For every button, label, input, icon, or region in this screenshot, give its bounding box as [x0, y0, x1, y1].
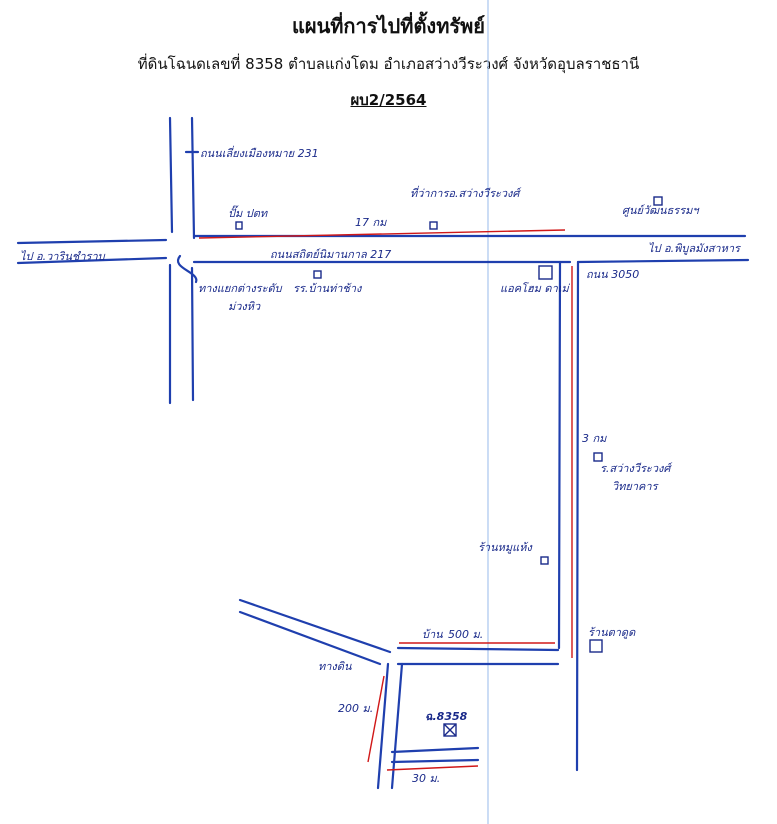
road-217-south-edge [16, 256, 750, 265]
shop-2-marker [589, 639, 603, 653]
distance-200m-label: 200 ม. [338, 702, 373, 715]
document-number: ผบ2/2564 [350, 91, 427, 109]
shop-1-marker [540, 556, 549, 565]
shop-1-label: ร้านหมูแห้ง [478, 541, 533, 554]
junction-label: ทางแยกต่างระดับ [198, 282, 283, 295]
map-subtitle: ที่ดินโฉนดเลขที่ 8358 ตำบลแก่งโดม อำเภอส… [137, 55, 640, 73]
cultural-center-marker [653, 196, 663, 206]
side-road-500m [396, 646, 560, 666]
plot-marker [443, 723, 457, 737]
road-north-label: ถนนเลี่ยงเมืองหมาย 231 [200, 145, 319, 160]
home-mart-marker [538, 265, 553, 280]
distance-500m-label: 500 ม. [448, 628, 483, 641]
school-marker [313, 270, 322, 279]
road-main-label: ถนนสถิตย์นิมานกาล 217 [270, 248, 391, 261]
side-road-label: ทางดิน [318, 660, 352, 673]
school-2-label: ร.สว่างวีระวงศ์ [600, 462, 673, 475]
to-west-label: ไป อ.วารินชำราบ [20, 250, 106, 263]
road-231-south [168, 263, 195, 405]
plot-label: ฉ.8358 [425, 710, 468, 723]
junction-curve [176, 254, 198, 284]
distance-17km-line [198, 229, 566, 239]
school-2-marker [593, 452, 603, 462]
map-title: แผนที่การไปที่ตั้งทรัพย์ [291, 14, 486, 38]
road-3050-label: ถนน 3050 [586, 268, 639, 281]
distance-3km-label: 3 กม [582, 432, 607, 445]
ptt-label: ปั๊ม ปตท [228, 205, 268, 220]
distance-200m-line [367, 675, 385, 763]
home-mart-label: แอคโฮม ดาเม่ [500, 282, 571, 295]
road-to-plot [376, 662, 404, 790]
district-office-label: ที่ว่าการอ.สว่างวีระวงศ์ [410, 185, 522, 200]
road-231-north [168, 116, 196, 240]
school-2-label-b: วิทยาคาร [612, 480, 660, 493]
district-office-marker [429, 221, 438, 230]
side-road-northwest [238, 598, 392, 666]
cultural-center-label: ศูนย์วัฒนธรรมฯ [622, 204, 700, 217]
spur-30m [390, 746, 480, 764]
road-3050 [557, 260, 580, 772]
distance-30m-label: 30 ม. [412, 772, 440, 785]
to-east-label: ไป อ.พิบูลมังสาหาร [648, 242, 742, 255]
school-label: รร.บ้านท่าช้าง [293, 282, 363, 295]
plot-cross-icon [443, 723, 457, 737]
road-217-north-edge [16, 234, 747, 245]
junction-label-2: ม่วงหิว [228, 300, 261, 313]
village-label: บ้าน [422, 628, 443, 641]
ptt-marker [235, 221, 243, 230]
shop-2-label: ร้านตาดูด [588, 626, 636, 639]
distance-30m-line [386, 765, 479, 771]
distance-17km-label: 17 กม [355, 216, 387, 229]
